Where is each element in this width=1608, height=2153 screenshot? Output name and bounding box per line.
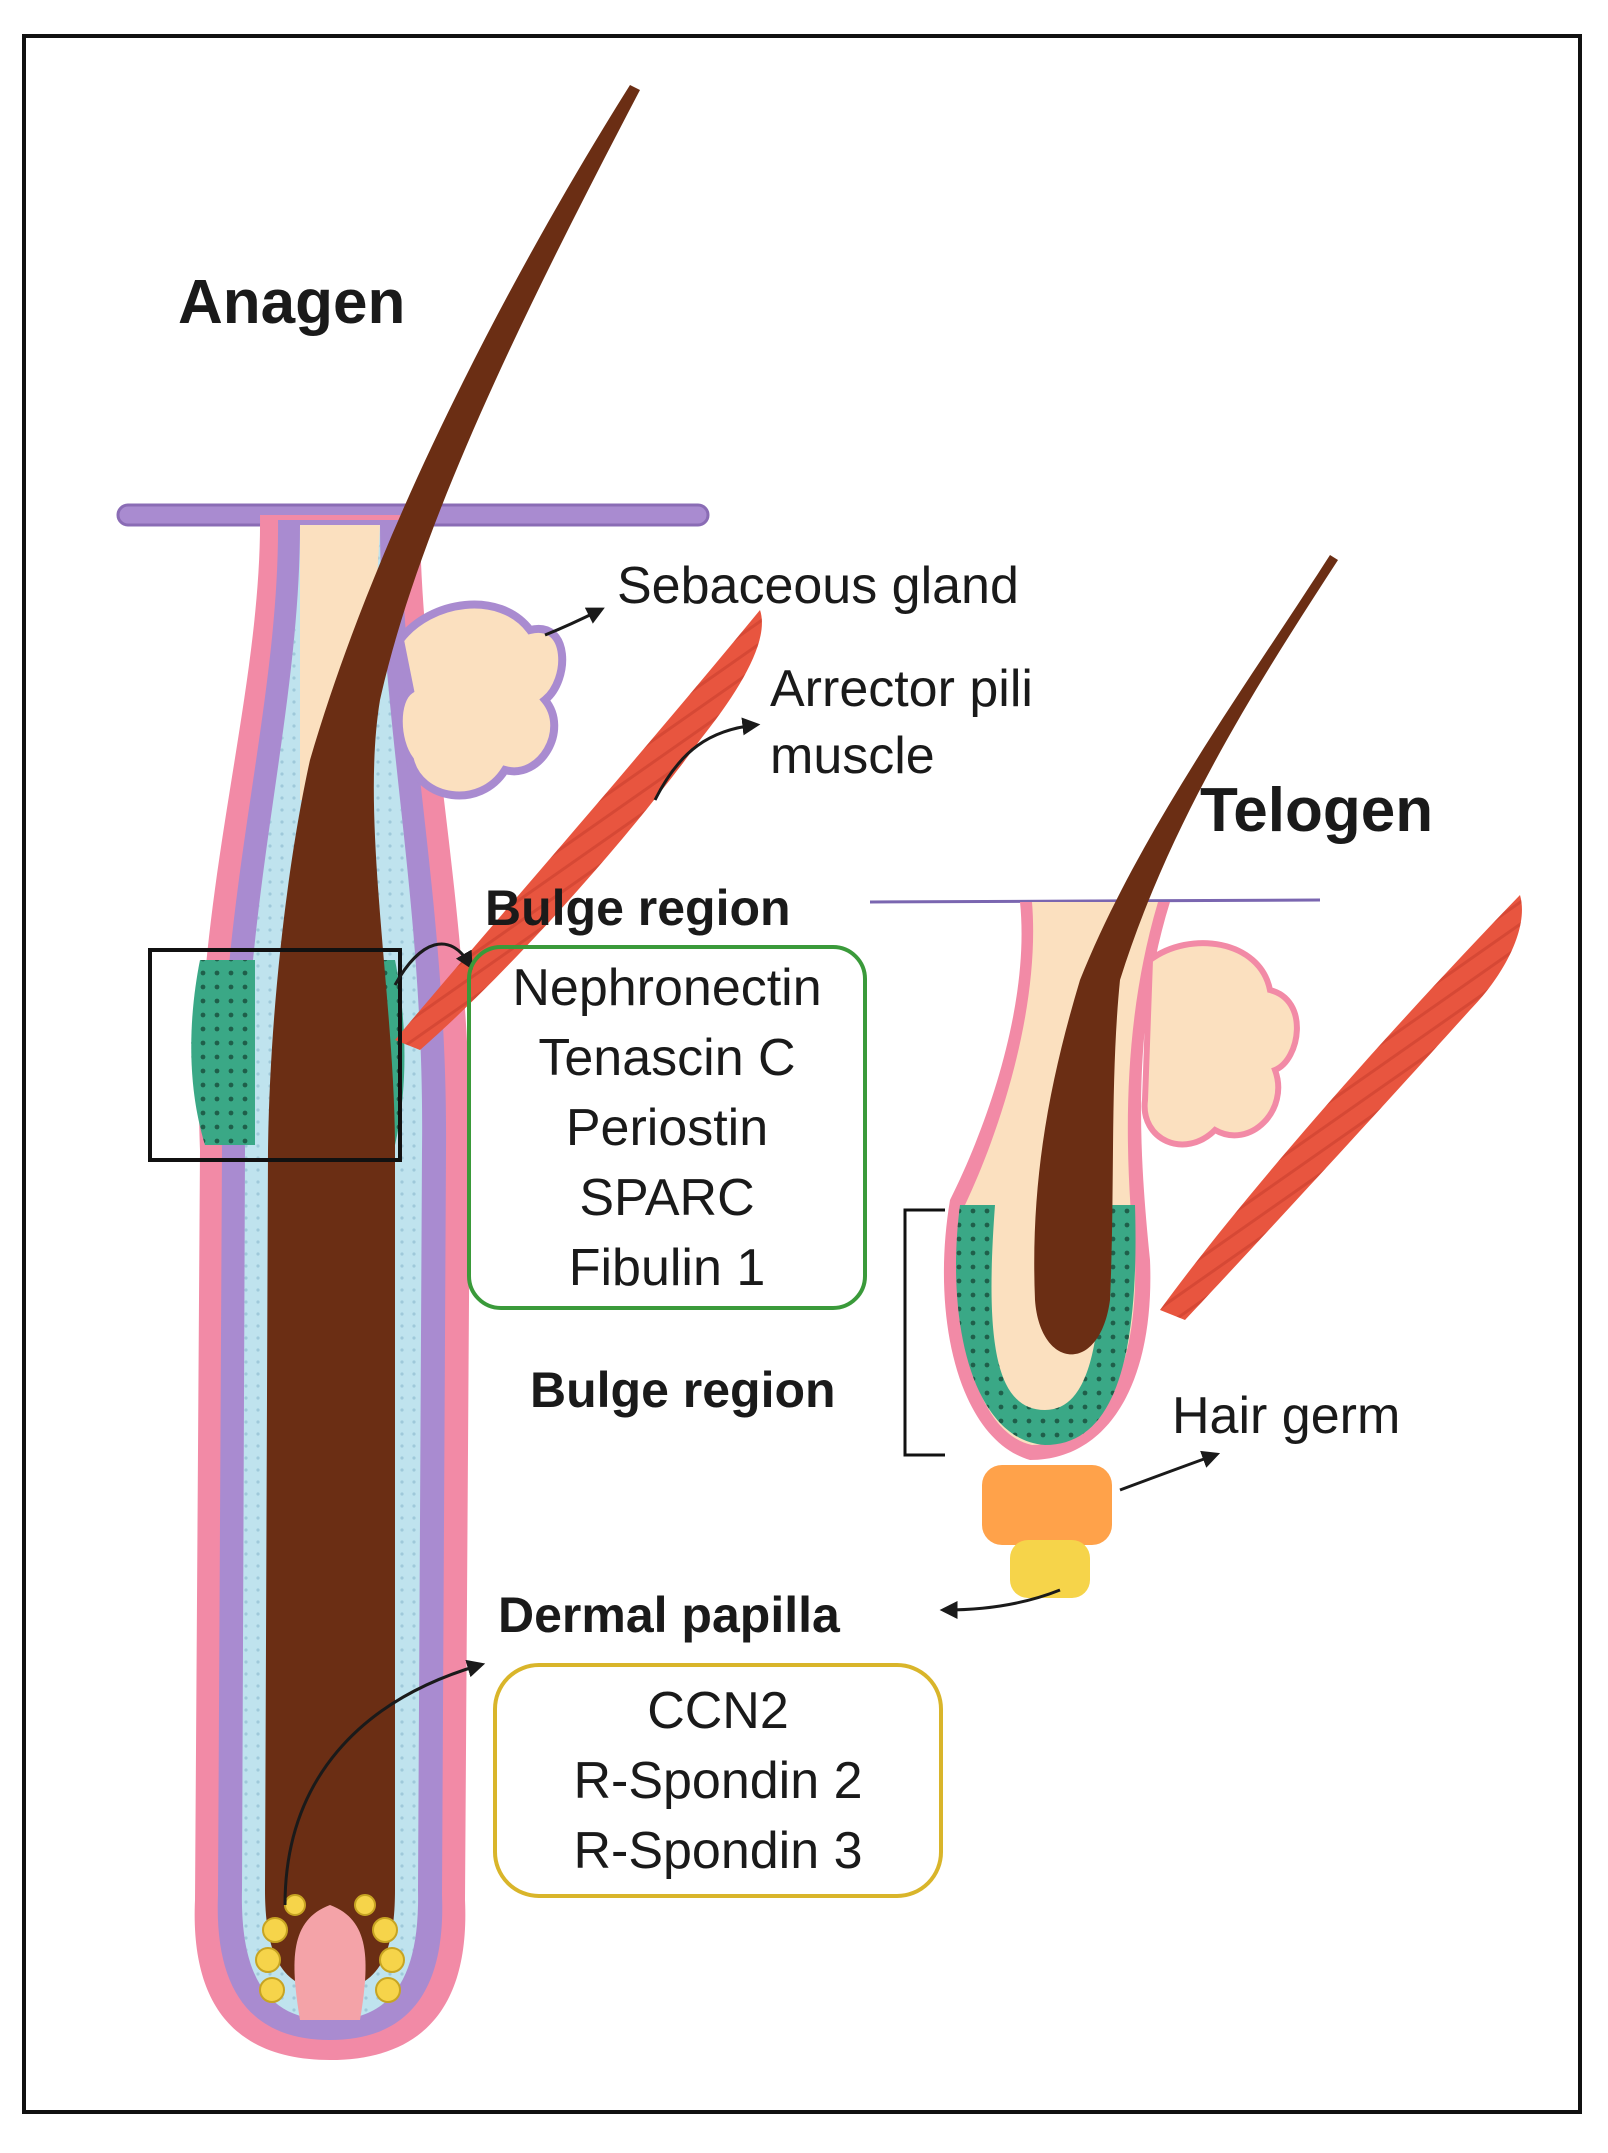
arrow-papilla-box <box>283 1659 486 1906</box>
bulge-marker-item: Tenascin C <box>538 1028 796 1087</box>
telogen-club-hair <box>1034 555 1338 1355</box>
arrow-hair-germ <box>1119 1450 1221 1492</box>
bulge-marker-item: SPARC <box>579 1168 755 1227</box>
telogen-sebaceous-gland <box>1141 940 1300 1148</box>
anagen-dermal-papilla <box>294 1905 366 2020</box>
telogen-hair-germ <box>982 1465 1112 1598</box>
anagen-hair-shaft <box>265 85 640 1990</box>
anagen-papilla-cells <box>255 1894 405 2003</box>
telogen-follicle <box>869 555 1522 1598</box>
anagen-title: Anagen <box>178 268 406 337</box>
bulge-marker-item: Nephronectin <box>512 958 822 1017</box>
papilla-marker-item: CCN2 <box>647 1681 789 1740</box>
telogen-skin-surface <box>869 898 1321 904</box>
arrow-arrector <box>653 717 761 801</box>
arrector-pili-label-line1: Arrector pili <box>770 660 1033 718</box>
papilla-marker-item: R-Spondin 2 <box>573 1751 863 1810</box>
anagen-bulge-highlight-box <box>148 948 402 1162</box>
dermal-papilla-label: Dermal papilla <box>498 1587 840 1643</box>
telogen-bulge-region-label: Bulge region <box>530 1362 836 1418</box>
arrector-pili-label-line2: muscle <box>770 727 935 785</box>
arrow-sebaceous <box>544 607 605 637</box>
anagen-sebaceous-gland <box>394 600 567 800</box>
bulge-markers-box: Nephronectin Tenascin C Periostin SPARC … <box>467 945 867 1310</box>
hair-germ-label: Hair germ <box>1172 1387 1401 1445</box>
bulge-marker-item: Fibulin 1 <box>568 1238 766 1297</box>
dermal-papilla-markers-box: CCN2 R-Spondin 2 R-Spondin 3 <box>493 1663 943 1898</box>
anagen-bulge-region-label: Bulge region <box>485 880 791 936</box>
telogen-title: Telogen <box>1200 776 1434 845</box>
annotation-arrows <box>283 607 1221 1906</box>
bulge-marker-item: Periostin <box>565 1098 769 1157</box>
arrow-bulge-anagen <box>393 942 473 986</box>
arrow-dermal-papilla <box>939 1588 1061 1619</box>
anagen-follicle <box>116 85 762 2060</box>
telogen-bulge-bracket <box>903 1208 945 1457</box>
papilla-marker-item: R-Spondin 3 <box>573 1821 863 1880</box>
sebaceous-gland-label: Sebaceous gland <box>617 557 1019 615</box>
